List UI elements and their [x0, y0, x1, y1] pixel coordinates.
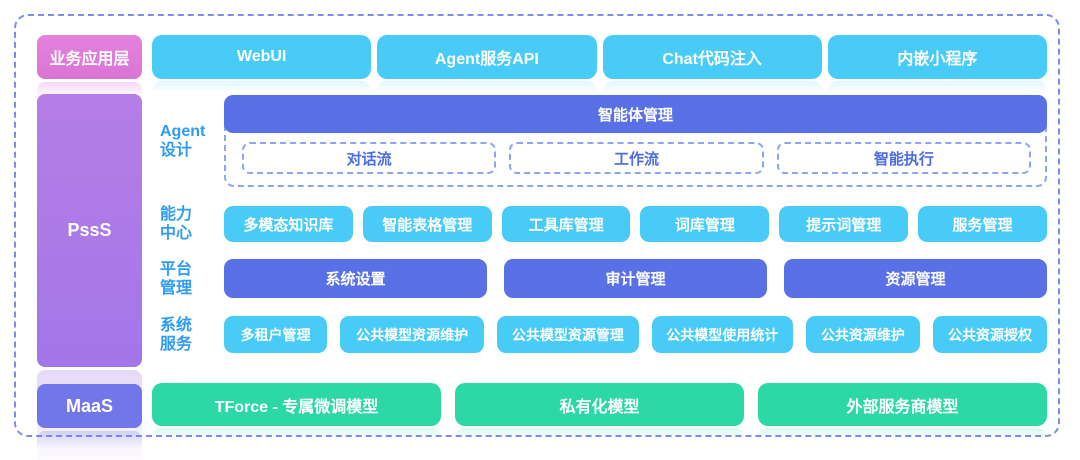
block-intelligent-execution: 智能执行 — [776, 142, 1031, 174]
block-webui: WebUI — [152, 35, 372, 79]
row-label-agent-design: Agent 设计 — [152, 95, 224, 187]
system-services-row: 系统 服务 多租户管理 公共模型资源维护 公共模型资源管理 公共模型使用统计 公… — [152, 316, 1047, 353]
block-smart-table-management: 智能表格管理 — [362, 206, 492, 242]
row-label-platform-management: 平台 管理 — [152, 259, 224, 298]
row-label-line1: 系统 — [160, 316, 193, 334]
row-label-line2: 设计 — [160, 142, 193, 159]
block-external-provider-model: 外部服务商模型 — [758, 383, 1047, 426]
block-system-settings: 系统设置 — [224, 259, 487, 298]
block-embedded-miniprogram: 内嵌小程序 — [827, 35, 1047, 79]
block-multimodal-knowledge-base: 多模态知识库 — [224, 206, 353, 242]
row-label-line2: 管理 — [160, 279, 193, 297]
block-public-model-resource-management: 公共模型资源管理 — [497, 316, 639, 353]
layer-maas: MaaS — [37, 384, 142, 428]
block-public-resource-maintenance: 公共资源维护 — [805, 316, 920, 353]
block-workflow: 工作流 — [509, 142, 764, 174]
row-label-line1: 能力 — [160, 206, 193, 223]
agent-design-row: Agent 设计 智能体管理 对话流 工作流 智能执行 — [152, 95, 1047, 187]
block-agent-service-api: Agent服务API — [377, 35, 597, 79]
layer-business-app: 业务应用层 — [37, 35, 142, 79]
block-tforce-finetuned-model: TForce - 专属微调模型 — [152, 383, 441, 426]
block-public-model-usage-stats: 公共模型使用统计 — [651, 316, 793, 353]
block-lexicon-management: 词库管理 — [640, 206, 770, 242]
agent-design-dashed-box: 智能体管理 对话流 工作流 智能执行 — [224, 95, 1047, 187]
layer-pss: PssS — [37, 94, 142, 367]
business-app-row: WebUI Agent服务API Chat代码注入 内嵌小程序 — [152, 35, 1047, 79]
block-chat-code-inject: Chat代码注入 — [602, 35, 822, 79]
block-tool-library-management: 工具库管理 — [501, 206, 631, 242]
capability-center-row: 能力 中心 多模态知识库 智能表格管理 工具库管理 词库管理 提示词管理 服务管… — [152, 206, 1047, 242]
row-label-line2: 中心 — [160, 225, 193, 242]
block-public-resource-authorization: 公共资源授权 — [932, 316, 1047, 353]
row-label-line2: 服务 — [160, 335, 193, 353]
block-multitenant-management: 多租户管理 — [224, 316, 328, 353]
block-dialog-flow: 对话流 — [242, 142, 497, 174]
row-label-line1: Agent — [160, 123, 206, 140]
row-label-system-services: 系统 服务 — [152, 316, 224, 353]
content-column: WebUI Agent服务API Chat代码注入 内嵌小程序 Agent 设计… — [152, 35, 1047, 426]
block-public-model-resource-maintenance: 公共模型资源维护 — [340, 316, 485, 353]
row-label-capability-center: 能力 中心 — [152, 206, 224, 242]
layer-column: 业务应用层 PssS MaaS — [37, 35, 142, 428]
maas-row: TForce - 专属微调模型 私有化模型 外部服务商模型 — [152, 383, 1047, 426]
agent-design-items: 对话流 工作流 智能执行 — [242, 142, 1031, 174]
row-label-line1: 平台 — [160, 260, 193, 278]
platform-management-row: 平台 管理 系统设置 审计管理 资源管理 — [152, 259, 1047, 298]
block-agent-management: 智能体管理 — [224, 95, 1047, 133]
outer-dashed-frame: 业务应用层 PssS MaaS WebUI Agent服务API Chat代码注… — [14, 14, 1060, 437]
block-prompt-management: 提示词管理 — [779, 206, 909, 242]
block-service-management: 服务管理 — [918, 206, 1047, 242]
block-audit-management: 审计管理 — [504, 259, 767, 298]
block-private-model: 私有化模型 — [455, 383, 744, 426]
block-resource-management: 资源管理 — [784, 259, 1047, 298]
